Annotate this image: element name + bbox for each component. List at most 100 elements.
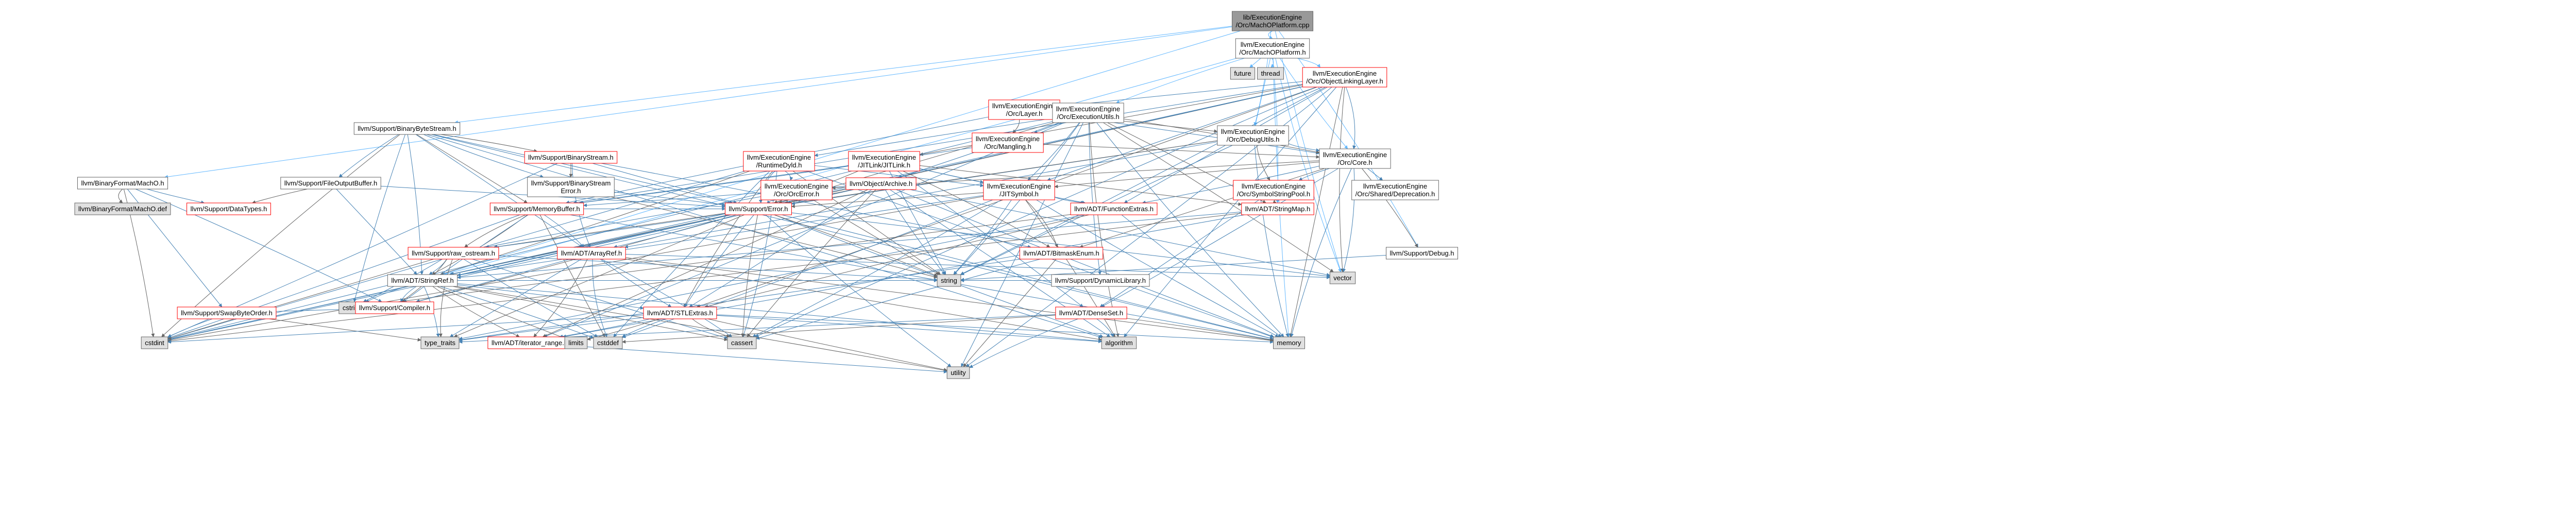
- nodes-layer: lib/ExecutionEngine/Orc/MachOPlatform.cp…: [74, 11, 1459, 379]
- node-orccore[interactable]: llvm/ExecutionEngine/Orc/Core.h: [1319, 148, 1391, 169]
- node-label: vector: [1333, 274, 1352, 282]
- node-jitlink[interactable]: llvm/ExecutionEngine/JITLink/JITLink.h: [848, 151, 920, 172]
- node-vector[interactable]: vector: [1329, 271, 1356, 284]
- node-label: llvm/ADT/BitmaskEnum.h: [1023, 249, 1099, 257]
- node-functionextras[interactable]: llvm/ADT/FunctionExtras.h: [1070, 202, 1158, 215]
- node-supporterror[interactable]: llvm/Support/Error.h: [725, 202, 792, 215]
- node-mangling[interactable]: llvm/ExecutionEngine/Orc/Mangling.h: [972, 132, 1044, 153]
- node-frame: [187, 202, 271, 215]
- node-iteratorrange[interactable]: llvm/ADT/iterator_range.h: [487, 336, 572, 349]
- node-objectarchive[interactable]: llvm/Object/Archive.h: [845, 177, 917, 190]
- node-frame: [527, 177, 615, 197]
- edge-runtimedyld-to-stlextras: [684, 171, 773, 308]
- node-binaryformatmacho[interactable]: llvm/BinaryFormat/MachO.h: [77, 177, 168, 190]
- node-stringmap[interactable]: llvm/ADT/StringMap.h: [1241, 202, 1314, 215]
- edge-orcerror-to-supporterror: [767, 199, 777, 204]
- edge-stringmap-to-stringref: [456, 211, 1242, 279]
- node-orcshared_dep[interactable]: llvm/ExecutionEngine/Orc/Shared/Deprecat…: [1351, 180, 1439, 200]
- node-label: cassert: [731, 339, 753, 347]
- edge-jitsymbol-to-memory: [1036, 199, 1279, 337]
- node-label: llvm/ExecutionEngine: [1241, 41, 1304, 48]
- node-stringref[interactable]: llvm/ADT/StringRef.h: [387, 274, 458, 287]
- node-thread[interactable]: thread: [1257, 67, 1284, 80]
- node-frame: [972, 132, 1044, 153]
- node-utility[interactable]: utility: [946, 366, 970, 379]
- node-compiler[interactable]: llvm/Support/Compiler.h: [355, 301, 434, 314]
- edge-binarybytestream-to-cstring: [353, 134, 405, 302]
- node-frame: [725, 202, 792, 215]
- node-limits[interactable]: limits: [564, 336, 588, 349]
- node-objlinklayer[interactable]: llvm/ExecutionEngine/Orc/ObjectLinkingLa…: [1302, 67, 1387, 88]
- edge-root-to-stringref: [442, 30, 1241, 276]
- node-arrayref[interactable]: llvm/ADT/ArrayRef.h: [557, 247, 626, 260]
- node-debugutils[interactable]: llvm/ExecutionEngine/Orc/DebugUtils.h: [1217, 125, 1289, 146]
- node-label: llvm/ADT/iterator_range.h: [492, 339, 568, 347]
- node-label: /Orc/ObjectLinkingLayer.h: [1306, 77, 1383, 85]
- node-root[interactable]: lib/ExecutionEngine/Orc/MachOPlatform.cp…: [1231, 11, 1314, 31]
- edge-rawostream-to-cstdint: [167, 259, 434, 340]
- node-symbolstringpool[interactable]: llvm/ExecutionEngine/Orc/SymbolStringPoo…: [1233, 180, 1314, 200]
- node-algorithm[interactable]: algorithm: [1101, 336, 1137, 349]
- node-swapbyteorder[interactable]: llvm/Support/SwapByteOrder.h: [177, 306, 277, 319]
- node-densemap[interactable]: llvm/ADT/DenseSet.h: [1055, 306, 1127, 319]
- node-frame: [1101, 336, 1137, 349]
- edge-debugutils-to-arrayref: [624, 141, 1217, 249]
- node-machodef[interactable]: llvm/BinaryFormat/MachO.def: [74, 202, 171, 215]
- edge-binarystream-to-supporterror: [592, 163, 737, 204]
- edge-supporterror-to-rawostream: [494, 213, 725, 249]
- node-label: llvm/BinaryFormat/MachO.def: [78, 205, 167, 213]
- node-label: /Orc/Layer.h: [1006, 110, 1043, 117]
- node-cassert[interactable]: cassert: [727, 336, 757, 349]
- edge-binarybytestream-to-binarystreamerror: [423, 134, 544, 178]
- node-cstddef[interactable]: cstddef: [593, 336, 623, 349]
- node-typetraits[interactable]: type_traits: [420, 336, 460, 349]
- edge-objectarchive-to-string: [885, 189, 945, 275]
- node-fileoutputbuffer[interactable]: llvm/Support/FileOutputBuffer.h: [280, 177, 381, 190]
- node-label: /Orc/MachOPlatform.cpp: [1235, 21, 1309, 29]
- node-frame: [557, 247, 626, 260]
- node-runtimedyld[interactable]: llvm/ExecutionEngine/RuntimeDyld.h: [743, 151, 815, 172]
- edge-root-to-supportdebug: [1278, 30, 1419, 248]
- edge-machoplat-to-orccore: [1279, 58, 1348, 149]
- node-frame: [408, 247, 499, 260]
- edge-functionextras-to-stlextras: [704, 214, 1090, 308]
- edge-objlinklayer-to-jitsymbol: [1047, 87, 1317, 181]
- node-bitmaskenum[interactable]: llvm/ADT/BitmaskEnum.h: [1019, 247, 1104, 260]
- node-rawostream[interactable]: llvm/Support/raw_ostream.h: [408, 247, 499, 260]
- edge-binarybytestream-to-binarystream: [440, 134, 538, 153]
- edge-executionutils-to-memory: [1096, 122, 1284, 337]
- node-orclayer[interactable]: llvm/ExecutionEngine/Orc/Layer.h: [988, 99, 1060, 120]
- node-label: cstdint: [145, 339, 164, 347]
- node-string[interactable]: string: [937, 274, 961, 287]
- edge-fileoutputbuffer-to-stringref: [336, 189, 417, 275]
- node-frame: [564, 336, 588, 349]
- node-label: llvm/ADT/DenseSet.h: [1059, 309, 1123, 317]
- node-dynamiclibrary[interactable]: llvm/Support/DynamicLibrary.h: [1051, 274, 1150, 287]
- node-label: memory: [1277, 339, 1301, 347]
- node-stlextras[interactable]: llvm/ADT/STLExtras.h: [643, 306, 717, 319]
- node-future[interactable]: future: [1230, 67, 1256, 80]
- node-machoplat[interactable]: llvm/ExecutionEngine/Orc/MachOPlatform.h: [1235, 38, 1310, 59]
- node-cstdint[interactable]: cstdint: [141, 336, 168, 349]
- edge-supporterror-to-vector: [791, 212, 1330, 278]
- node-binarystream[interactable]: llvm/Support/BinaryStream.h: [524, 151, 618, 164]
- edge-memorybuffer-to-arrayref: [544, 214, 585, 248]
- node-orcerror[interactable]: llvm/ExecutionEngine/Orc/OrcError.h: [760, 180, 833, 200]
- node-jitsymbol[interactable]: llvm/ExecutionEngine/JITSymbol.h: [983, 180, 1055, 200]
- edge-jitsymbol-to-bitmaskenum: [1025, 199, 1058, 248]
- node-datatypes[interactable]: llvm/Support/DataTypes.h: [187, 202, 271, 215]
- edge-executionutils-to-mangling: [1033, 122, 1062, 134]
- edge-supporterror-to-stringref: [450, 214, 731, 276]
- node-memory[interactable]: memory: [1273, 336, 1305, 349]
- node-frame: [1257, 67, 1284, 80]
- edge-binarystreamerror-to-supporterror: [614, 192, 726, 207]
- node-frame: [1019, 247, 1104, 260]
- node-binarybytestream[interactable]: llvm/Support/BinaryByteStream.h: [353, 122, 461, 135]
- node-executionutils[interactable]: llvm/ExecutionEngine/Orc/ExecutionUtils.…: [1052, 103, 1124, 123]
- node-frame: [74, 202, 171, 215]
- node-supportdebug[interactable]: llvm/Support/Debug.h: [1385, 247, 1459, 260]
- node-label: llvm/Support/BinaryStream.h: [528, 154, 613, 161]
- node-memorybuffer[interactable]: llvm/Support/MemoryBuffer.h: [489, 202, 584, 215]
